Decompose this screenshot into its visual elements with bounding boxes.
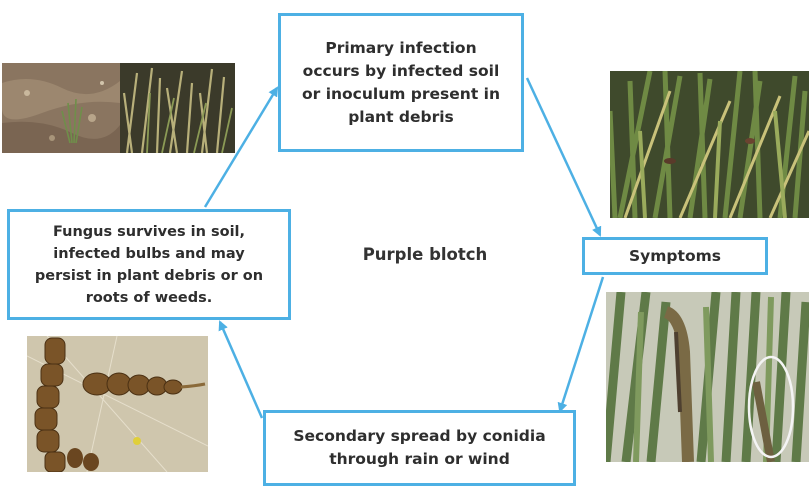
arrow-secondary-to-survival bbox=[220, 322, 262, 418]
survival-line: Fungus survives in soil, bbox=[35, 221, 263, 243]
survival-line: roots of weeds. bbox=[35, 287, 263, 309]
secondary-spread-line: Secondary spread by conidia bbox=[293, 425, 545, 448]
primary-infection-line: Primary infection bbox=[302, 37, 500, 60]
primary-infection-line: occurs by infected soil bbox=[302, 60, 500, 83]
diagram-title: Purple blotch bbox=[340, 245, 510, 264]
survival-line: infected bulbs and may bbox=[35, 243, 263, 265]
fungus-survival-box: Fungus survives in soil, infected bulbs … bbox=[7, 209, 291, 320]
arrow-survival-to-primary bbox=[205, 88, 277, 207]
primary-infection-line: plant debris bbox=[302, 106, 500, 129]
secondary-spread-line: through rain or wind bbox=[293, 448, 545, 471]
arrow-primary-to-symptoms bbox=[527, 78, 600, 235]
primary-infection-box: Primary infection occurs by infected soi… bbox=[278, 13, 524, 152]
survival-line: persist in plant debris or on bbox=[35, 265, 263, 287]
arrow-symptoms-to-secondary bbox=[560, 277, 603, 411]
secondary-spread-box: Secondary spread by conidia through rain… bbox=[263, 410, 576, 486]
symptoms-label: Symptoms bbox=[629, 245, 721, 268]
primary-infection-line: or inoculum present in bbox=[302, 83, 500, 106]
symptoms-box: Symptoms bbox=[582, 237, 768, 275]
